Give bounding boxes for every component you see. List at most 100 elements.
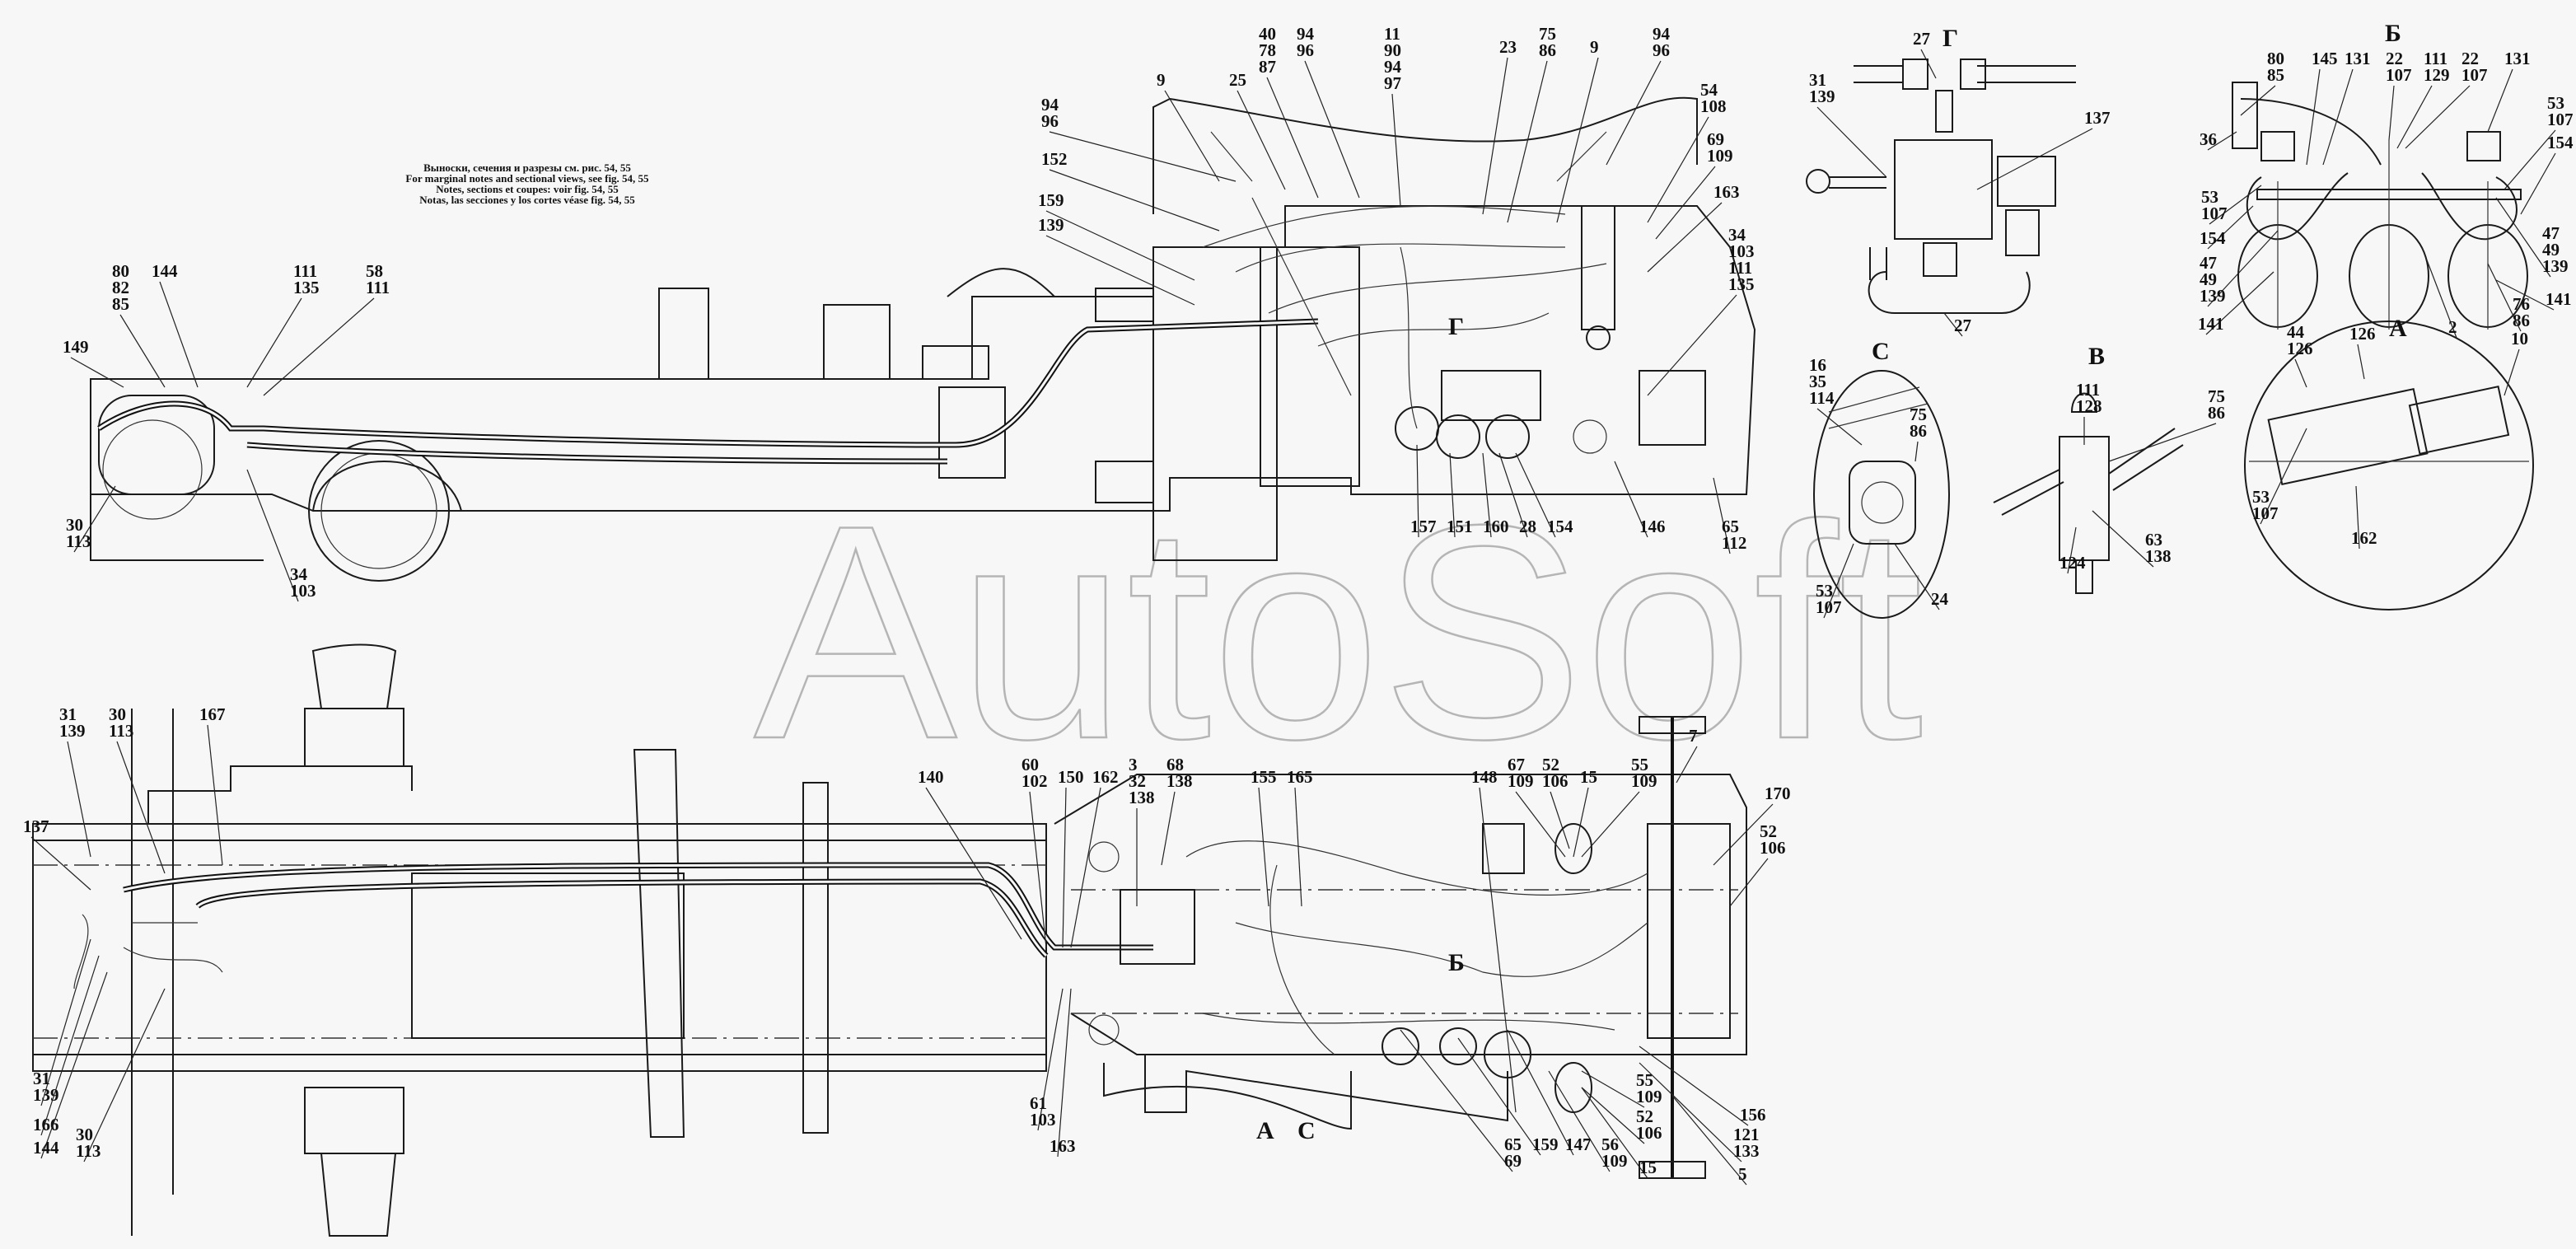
leader-line [2207,131,2237,151]
callout-162: 162 [1070,767,1119,948]
leader-line [1294,787,1302,907]
leader-line [2421,246,2457,339]
callout-15: 15 [1581,1087,1657,1179]
callout-number: 49 [2200,269,2217,289]
callout-number: 113 [109,721,133,741]
leader-line [30,836,91,891]
callout-number: 53 [2252,487,2270,507]
leader-line [2207,205,2254,250]
callout-number: 112 [1722,533,1746,553]
callout-number: 61 [1030,1093,1047,1113]
callout-147: 147 [1507,1029,1592,1156]
callout-label: 151 [1447,517,1473,536]
leader-line [70,357,124,388]
callout-label: 28 [1519,517,1536,536]
callout-160: 160 [1482,452,1509,538]
callout-number: 47 [2200,253,2217,273]
callout-number: 147 [1565,1134,1592,1154]
callout-131: 131 [2487,49,2531,133]
leader-line [1573,787,1589,858]
leader-line [2357,344,2365,380]
callout-number: 35 [1809,372,1826,391]
callout-number: 159 [1532,1134,1559,1154]
callout-15: 15 [1573,767,1597,858]
callout-number: 56 [1601,1134,1619,1154]
callout-number: 139 [1038,215,1064,235]
callout-number: 23 [1499,37,1517,57]
leader-line [1062,787,1067,948]
leader-line [40,971,108,1159]
callout-number: 86 [1539,40,1556,60]
leader-line [246,469,299,602]
callout-number: 113 [66,531,91,551]
callout-number: 107 [1816,597,1842,617]
leader-line [1400,1029,1513,1172]
leader-line [1029,791,1047,948]
callout-number: 139 [2200,286,2226,306]
callout-number: 30 [109,704,126,724]
leader-line [925,787,1022,940]
leader-line [1550,791,1570,849]
leader-line [1581,1070,1645,1108]
callout-154: 154 [2200,205,2254,250]
rear-wheel [308,440,450,582]
view-titles: Г Б C B A Г Б A C [1256,20,2407,1144]
leader-line [1914,441,1919,462]
callout-number: 137 [23,816,49,836]
callout-170: 170 [1713,784,1791,866]
callout-number: 52 [1542,755,1559,774]
callout-number: 11 [1384,24,1400,44]
callout-number: 52 [1760,821,1777,841]
callout-label: 23 [1499,37,1517,57]
callout-159: 159 [1457,1037,1559,1156]
leader-line [1391,93,1401,207]
callout-number: 107 [2461,65,2488,85]
leader-line [1556,57,1599,223]
callout-label: 150 [1058,767,1084,787]
callout-number: 126 [2349,324,2376,344]
callout-number: 69 [1707,129,1724,149]
callout-number: 157 [1410,517,1437,536]
callout-label: 162 [2351,528,2377,548]
callout-number: 22 [2461,49,2479,68]
callout-label: 157 [1410,517,1437,536]
leader-line [2108,423,2217,462]
callout-number: 103 [1030,1110,1056,1130]
leader-line [1045,235,1195,306]
callout-number: 2 [2448,317,2457,337]
callout-number: 53 [1816,581,1833,601]
leader-line [1581,1087,1648,1179]
leader-line [1164,90,1220,182]
leader-line [1548,1070,1611,1172]
callout-number: 67 [1508,755,1525,774]
leader-line [1920,49,1937,79]
callout-number: 133 [1733,1141,1760,1161]
leader-line [1304,60,1360,199]
callout-144: 144 [33,971,108,1159]
leader-line [1266,77,1319,199]
leader-line [119,314,166,388]
callout-number: 10 [2511,329,2528,349]
callout-number: 145 [2312,49,2338,68]
callout-label: 163 [1713,182,1740,202]
callout-141: 141 [2495,279,2572,311]
callout-157: 157 [1410,444,1437,538]
view-title-g: Г [1943,25,1958,52]
